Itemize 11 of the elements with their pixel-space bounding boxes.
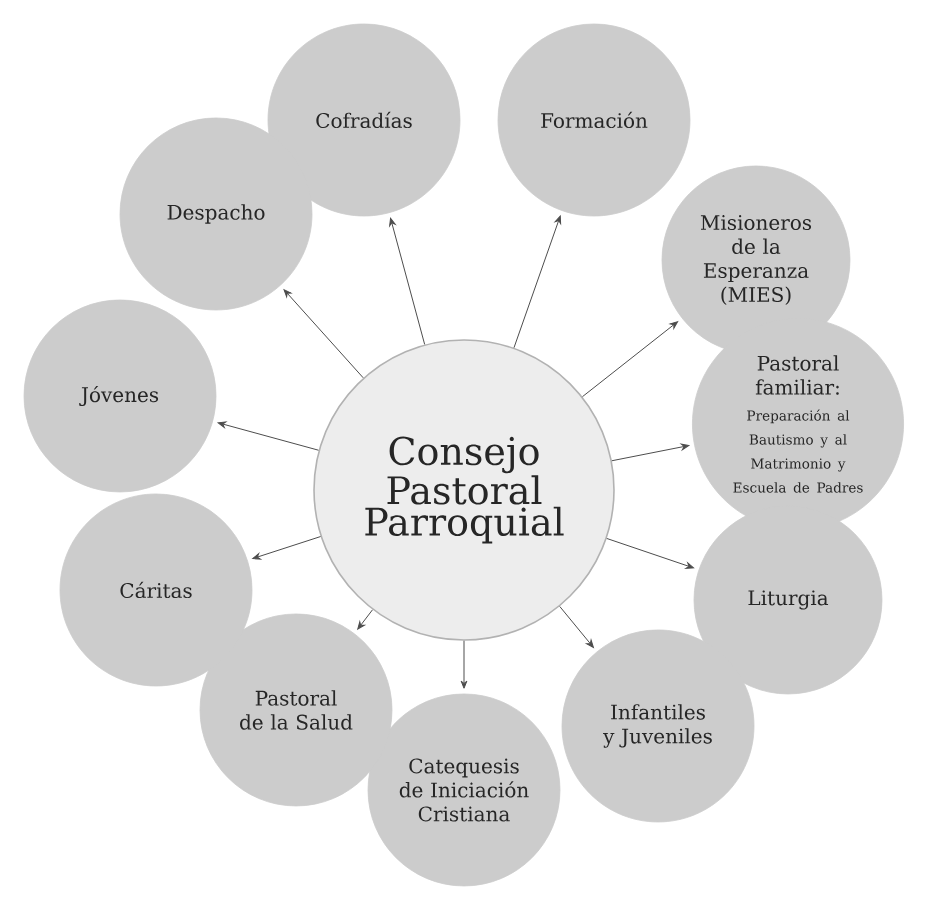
arrow <box>283 289 364 379</box>
arrow <box>513 215 562 349</box>
arrow <box>581 321 679 398</box>
arrow <box>389 217 426 345</box>
arrow <box>357 609 373 630</box>
arrow <box>217 421 320 451</box>
arrow <box>611 443 690 462</box>
arrow <box>460 640 468 689</box>
arrow <box>559 605 594 648</box>
arrow <box>252 536 322 560</box>
arrow <box>606 537 695 569</box>
